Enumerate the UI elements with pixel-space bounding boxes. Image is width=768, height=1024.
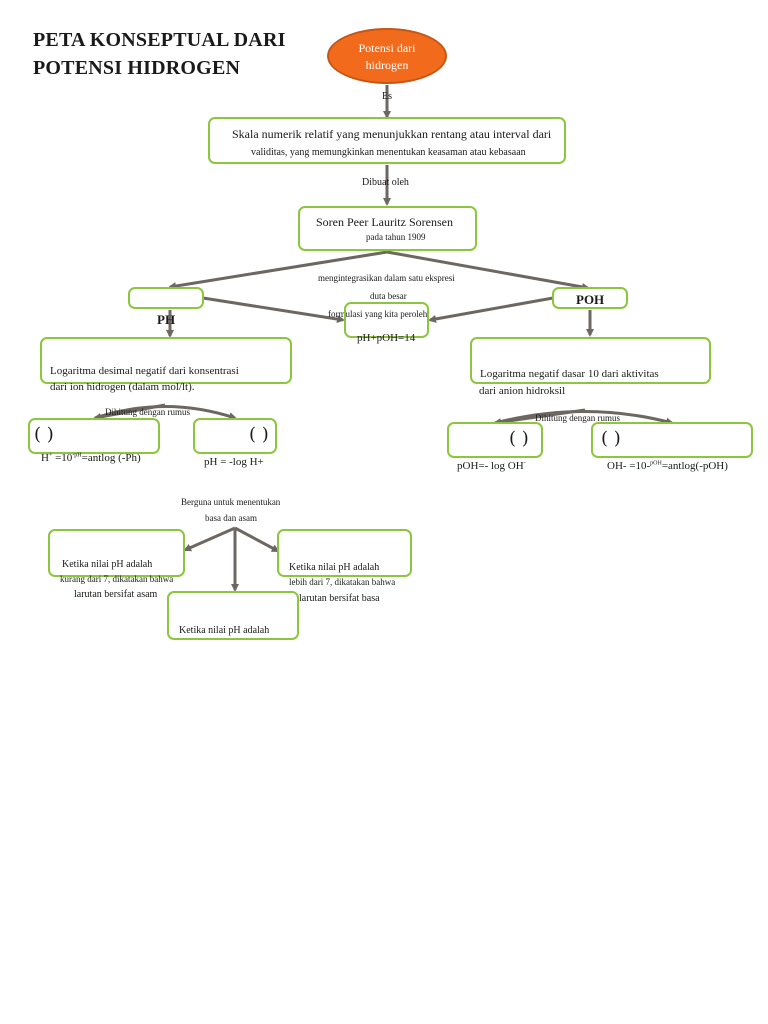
mid-label-3: formulasi yang kita peroleh: [328, 309, 428, 319]
sum-box: [344, 302, 429, 338]
poh-definition-line-1: Logaritma negatif dasar 10 dari aktivita…: [480, 368, 659, 380]
title-line-2: POTENSI HIDROGEN: [33, 57, 241, 79]
formula-h: H+ =10-pH=antlog (-Ph): [41, 452, 141, 464]
page-title: PETA KONSEPTUAL DARI POTENSI HIDROGEN: [33, 26, 286, 82]
acid-line-1: Ketika nilai pH adalah: [62, 559, 153, 570]
sorensen-year: pada tahun 1909: [366, 232, 426, 242]
formula-box-ph: ( ): [193, 418, 277, 454]
root-node-potensi-hidrogen: Potensi dari hidrogen: [327, 28, 447, 84]
oval-text-1: Potensi dari: [358, 41, 416, 55]
oval-text-2: hidrogen: [365, 58, 409, 72]
title-line-1: PETA KONSEPTUAL DARI: [33, 29, 286, 51]
acid-line-2: kurang dari 7, dikatakan bahwa: [60, 574, 174, 584]
paren-pair-2: ( ): [249, 424, 269, 445]
formula-box-h: ( ): [28, 418, 160, 454]
base-line-1: Ketika nilai pH adalah: [289, 562, 380, 573]
formula-h-mid: =10: [52, 452, 73, 464]
link-label-es: Es: [382, 91, 392, 102]
base-line-3: larutan bersifat basa: [299, 593, 380, 604]
acid-box: Ketika nilai pH adalah: [48, 529, 185, 577]
formula-box-oh: ( ): [591, 422, 753, 458]
rumus-label-left: Dihitung dengan rumus: [105, 407, 190, 417]
paren-pair-3: ( ): [509, 428, 529, 449]
link-label-dibuat-oleh: Dibuat oleh: [362, 177, 409, 188]
neutral-box: Ketika nilai pH adalah: [167, 591, 299, 640]
formula-oh-suffix: =antlog(-pOH): [661, 460, 728, 472]
poh-box: POH: [552, 287, 628, 309]
mid-label-2: duta besar: [370, 291, 407, 301]
paren-pair-1: ( ): [34, 424, 54, 445]
acid-line-3: larutan bersifat asam: [74, 589, 158, 600]
sorensen-name: Soren Peer Lauritz Sorensen: [316, 215, 453, 229]
formula-h-prefix: H: [41, 452, 49, 464]
definition-box: Skala numerik relatif yang menunjukkan r…: [208, 117, 566, 164]
poh-definition-line-2: dari anion hidroksil: [479, 385, 566, 397]
formula-h-sup1: +: [48, 452, 53, 459]
paren-pair-4: ( ): [601, 428, 621, 449]
ph-poh-sum: pH+pOH=14: [357, 332, 416, 344]
ph-label: PH: [157, 312, 176, 327]
ph-definition-box: Logaritma desimal negatif dari konsentra…: [40, 337, 292, 384]
rumus-label-right: Dihitung dengan rumus: [535, 413, 620, 423]
ph-definition-line-2: dari ion hidrogen (dalam mol/lt).: [50, 381, 195, 393]
berguna-line-1: Berguna untuk menentukan: [181, 497, 281, 507]
ph-box: [128, 287, 204, 309]
definition-line-1: Skala numerik relatif yang menunjukkan r…: [232, 127, 552, 141]
formula-h-suffix: =antlog (-Ph): [81, 452, 141, 464]
formula-poh-main: pOH=- log OH: [457, 460, 524, 472]
formula-box-poh: ( ): [447, 422, 543, 458]
ph-definition-line-1: Logaritma desimal negatif dari konsentra…: [50, 365, 239, 377]
formula-oh-sup: pOH: [650, 460, 662, 467]
neutral-line-1: Ketika nilai pH adalah: [179, 625, 270, 636]
formula-ph: pH = -log H+: [204, 456, 264, 468]
mid-label-1: mengintegrasikan dalam satu ekspresi: [318, 273, 455, 283]
poh-label: POH: [576, 292, 605, 307]
formula-poh: pOH=- log OH-: [457, 460, 526, 472]
poh-definition-box: Logaritma negatif dasar 10 dari aktivita…: [470, 337, 711, 384]
formula-oh: OH- =10-pOH=antlog(-pOH): [607, 460, 728, 472]
definition-line-2: validitas, yang memungkinkan menentukan …: [251, 147, 526, 158]
berguna-line-2: basa dan asam: [205, 513, 257, 523]
formula-poh-sup: -: [523, 460, 526, 467]
sorensen-box: Soren Peer Lauritz Sorensen pada tahun 1…: [298, 206, 477, 251]
base-box: Ketika nilai pH adalah: [277, 529, 412, 577]
formula-oh-prefix: OH- =10-: [607, 460, 651, 472]
formula-h-sup2: -pH: [72, 452, 82, 459]
base-line-2: lebih dari 7, dikatakan bahwa: [289, 577, 396, 587]
